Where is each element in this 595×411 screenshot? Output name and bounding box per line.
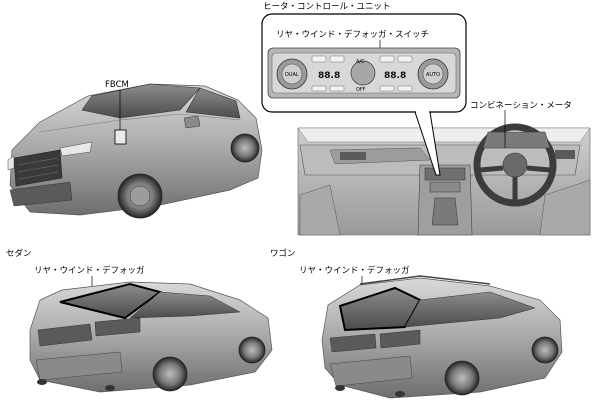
heater-control-panel: DUAL AUTO 88.8 88.8 A/C OFF (267, 47, 461, 99)
interior-illustration (297, 123, 591, 236)
right-knob-label: AUTO (426, 72, 440, 78)
button-bottom-2[interactable] (329, 85, 345, 92)
button-top-1[interactable] (311, 55, 327, 63)
heater-control-unit-label: ヒータ・コントロール・ユニット (263, 2, 391, 12)
rear-defogger-sedan-label: リヤ・ウインド・デフォッガ (34, 265, 145, 276)
button-bottom-1[interactable] (311, 85, 327, 92)
off-button-label: OFF (356, 87, 366, 93)
sedan-illustration (29, 281, 273, 393)
front-car-illustration (7, 83, 263, 219)
fan-knob[interactable] (350, 60, 376, 86)
wagon-illustration (321, 275, 563, 399)
left-knob-label: DUAL (285, 72, 299, 78)
right-temperature-display: 88.8 (384, 71, 406, 81)
button-bottom-4[interactable] (397, 85, 413, 92)
fbcm-module (114, 129, 127, 145)
combination-meter-label: コンビネーション・メータ (470, 101, 572, 111)
button-bottom-3[interactable] (379, 85, 395, 92)
rear-defogger-wagon-label: リヤ・ウインド・デフォッガ (299, 265, 410, 276)
fbcm-label: FBCM (105, 80, 129, 90)
sedan-label: セダン (6, 248, 32, 259)
button-top-4[interactable] (397, 55, 413, 63)
rear-defogger-switch-label: リヤ・ウインド・デフォッガ・スイッチ (276, 29, 429, 40)
left-temperature-display: 88.8 (318, 71, 340, 81)
ac-button-label: A/C (356, 59, 365, 65)
button-top-2[interactable] (329, 55, 345, 63)
rear-defogger-button[interactable] (379, 55, 395, 63)
wagon-label: ワゴン (270, 248, 296, 259)
